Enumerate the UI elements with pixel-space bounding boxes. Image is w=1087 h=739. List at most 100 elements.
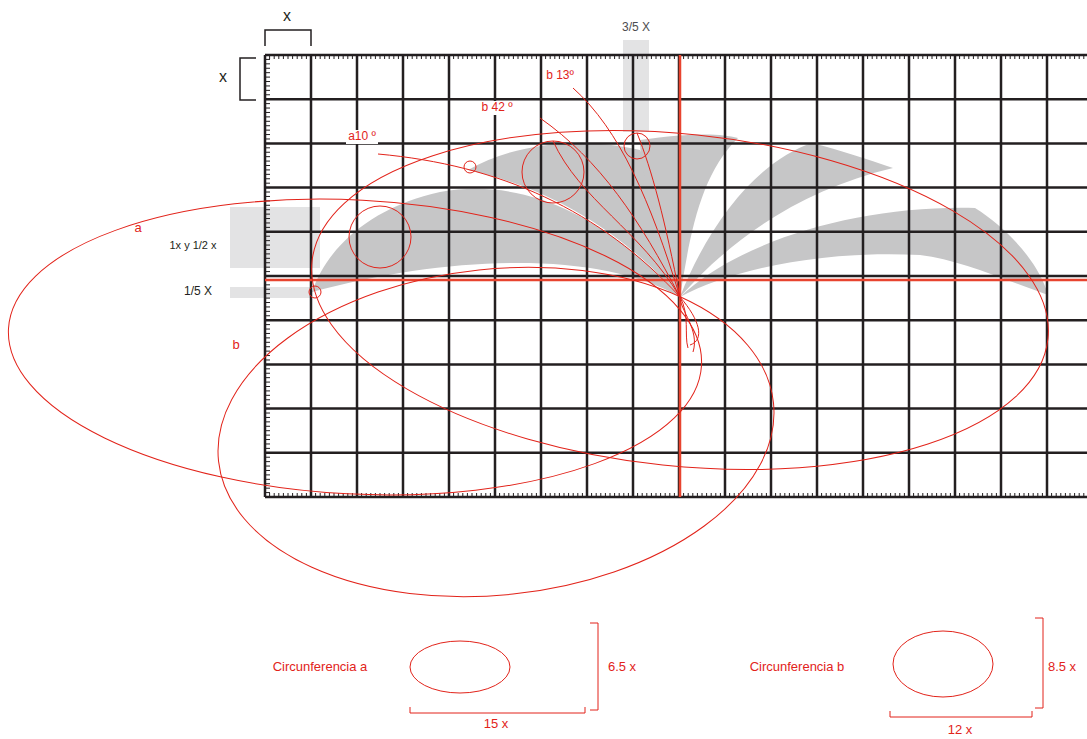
- grid-line: [996, 55, 997, 59]
- grid-line: [1024, 55, 1025, 59]
- grid-line: [973, 55, 974, 59]
- grid-line: [840, 493, 841, 497]
- grid-line: [945, 55, 946, 59]
- grid-line: [265, 399, 270, 400]
- grid-line: [752, 55, 753, 59]
- grid-line: [633, 55, 634, 59]
- grid-line: [821, 493, 822, 497]
- grid-line: [315, 55, 316, 59]
- grid-line: [329, 55, 330, 59]
- grid-line: [826, 55, 827, 59]
- grid-line: [513, 55, 514, 59]
- grid-line: [770, 55, 773, 497]
- grid-line: [265, 245, 270, 246]
- dimension-label: 8.5 x: [1046, 660, 1078, 674]
- grid-line: [265, 483, 270, 484]
- grid-line: [462, 493, 463, 497]
- grid-line: [269, 493, 270, 497]
- grid-line: [678, 55, 681, 497]
- grid-line: [1014, 55, 1015, 59]
- grid-line: [527, 55, 528, 59]
- grid-line: [1056, 55, 1057, 59]
- grid-line: [265, 59, 270, 60]
- grid-line: [320, 493, 321, 497]
- grid-line: [265, 262, 270, 263]
- grid-line: [1042, 55, 1043, 59]
- grid-line: [757, 55, 758, 59]
- grid-line: [798, 493, 799, 497]
- grid-line: [816, 55, 819, 497]
- construction: [1, 88, 1066, 623]
- grid-line: [798, 55, 799, 59]
- grid-line: [265, 125, 270, 126]
- grid-line: [265, 165, 270, 166]
- grid-line: [508, 493, 509, 497]
- grid-line: [596, 55, 597, 59]
- grid-line: [265, 55, 270, 56]
- grid-line: [564, 493, 565, 497]
- grid-line: [904, 55, 905, 59]
- grid-line: [761, 493, 762, 497]
- grid-line: [265, 497, 270, 498]
- grid-line: [610, 55, 611, 59]
- grid-line: [577, 55, 578, 59]
- grid-line: [817, 55, 818, 59]
- grid-line: [918, 493, 919, 497]
- grid-line: [269, 55, 270, 59]
- grid-line: [1060, 493, 1061, 497]
- grid-line: [692, 55, 693, 59]
- grid-line: [1083, 55, 1084, 59]
- grid-line: [734, 493, 735, 497]
- grid-line: [1065, 55, 1066, 59]
- grid-line: [329, 493, 330, 497]
- grid-line: [278, 493, 279, 497]
- grid-line: [518, 493, 519, 497]
- grid-line: [863, 55, 864, 59]
- grid-line: [697, 493, 698, 497]
- grid-line: [265, 130, 270, 131]
- grid-line: [968, 493, 969, 497]
- grid-line: [265, 231, 1087, 234]
- grid-line: [265, 267, 270, 268]
- grid-line: [642, 55, 643, 59]
- grid-line: [803, 493, 804, 497]
- grid-line: [265, 276, 270, 277]
- grid-line: [265, 192, 270, 193]
- grid-line: [941, 493, 942, 497]
- grid-line: [265, 448, 270, 449]
- grid-line: [504, 55, 505, 59]
- grid-line: [508, 55, 509, 59]
- grid-line: [568, 493, 569, 497]
- dimension-label: 1/5 X: [182, 285, 214, 298]
- grid-line: [416, 55, 417, 59]
- grid-line: [315, 493, 316, 497]
- grid-line: [265, 306, 270, 307]
- grid-line: [702, 55, 703, 59]
- grid-line: [1042, 493, 1043, 497]
- grid-line: [1019, 493, 1020, 497]
- ellipse-label: a: [132, 221, 143, 235]
- grid-line: [766, 493, 767, 497]
- grid-line: [586, 55, 589, 497]
- grid-line: [265, 81, 270, 82]
- grid-line: [301, 493, 302, 497]
- grid-line: [265, 183, 270, 184]
- grid-line: [265, 470, 270, 471]
- grid-line: [472, 493, 473, 497]
- grid-line: [1051, 493, 1052, 497]
- grid-line: [430, 55, 431, 59]
- grid-line: [265, 421, 270, 422]
- grid-line: [711, 493, 712, 497]
- grid-line: [794, 55, 795, 59]
- grid-line: [490, 55, 491, 59]
- grid-line: [587, 493, 588, 497]
- grid-line: [485, 55, 486, 59]
- grid-line: [955, 55, 956, 59]
- grid-line: [265, 346, 270, 347]
- grid-line: [265, 430, 270, 431]
- grid-line: [909, 493, 910, 497]
- grid-line: [265, 103, 270, 104]
- grid-line: [582, 55, 583, 59]
- grid-line: [890, 55, 891, 59]
- grid-line: [343, 55, 344, 59]
